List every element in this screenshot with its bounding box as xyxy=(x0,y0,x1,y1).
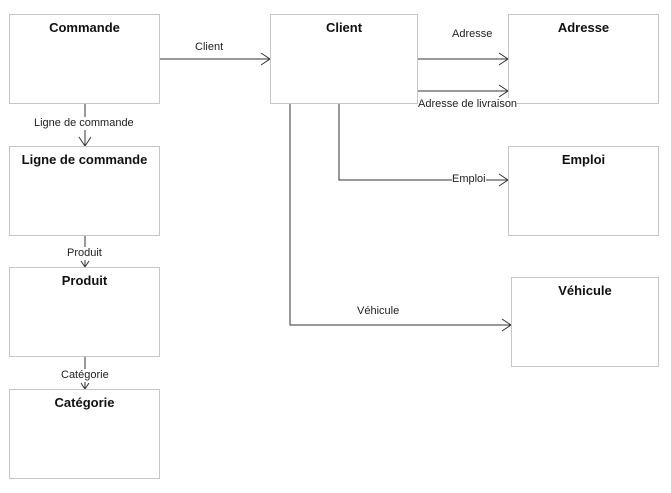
entity-adresse[interactable]: Adresse xyxy=(508,14,659,104)
label-client-adresse: Adresse xyxy=(452,28,493,41)
label-commande-client: Client xyxy=(195,41,224,54)
label-ligne-produit: Produit xyxy=(67,247,102,260)
label-client-vehicule: Véhicule xyxy=(357,305,400,318)
entity-emploi[interactable]: Emploi xyxy=(508,146,659,236)
label-commande-ligne: Ligne de commande xyxy=(34,117,134,130)
connector-client-emploi xyxy=(338,104,508,181)
label-client-adresse-livraison: Adresse de livraison xyxy=(418,98,518,111)
connector-client-vehicule xyxy=(289,104,511,326)
entity-categorie-title: Catégorie xyxy=(54,395,115,410)
label-produit-categorie: Catégorie xyxy=(61,369,109,382)
entity-commande-title: Commande xyxy=(49,20,120,35)
entity-commande[interactable]: Commande xyxy=(9,14,160,104)
label-client-emploi: Emploi xyxy=(452,173,486,186)
entity-vehicule[interactable]: Véhicule xyxy=(511,277,659,367)
entity-produit-title: Produit xyxy=(61,273,108,288)
entity-ligne-de-commande-title: Ligne de commande xyxy=(21,152,148,167)
entity-client-title: Client xyxy=(325,20,363,35)
entity-ligne-de-commande[interactable]: Ligne de commande xyxy=(9,146,160,236)
entity-produit[interactable]: Produit xyxy=(9,267,160,357)
entity-vehicule-title: Véhicule xyxy=(558,283,612,298)
entity-adresse-title: Adresse xyxy=(557,20,610,35)
entity-emploi-title: Emploi xyxy=(561,152,606,167)
entity-categorie[interactable]: Catégorie xyxy=(9,389,160,479)
entity-client[interactable]: Client xyxy=(270,14,418,104)
